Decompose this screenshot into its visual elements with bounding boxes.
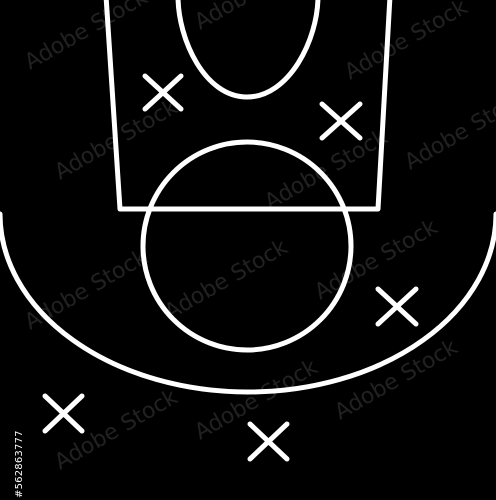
player-marker-x-3 <box>375 286 419 327</box>
stock-image-id: #562863777 <box>14 430 25 498</box>
key-lane <box>103 0 393 212</box>
player-marker-x-2 <box>319 101 363 141</box>
player-marker-x-5 <box>247 421 290 462</box>
player-marker-x-1 <box>142 73 184 112</box>
restricted-oval <box>175 0 321 100</box>
free-throw-circle <box>140 139 354 353</box>
player-marker-x-4 <box>42 393 85 434</box>
three-point-arc <box>0 211 496 395</box>
